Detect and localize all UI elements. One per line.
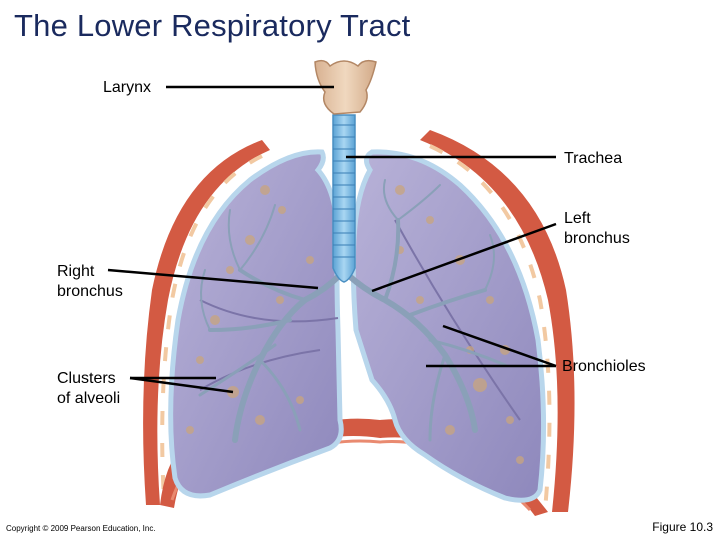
- bronchial-tree: [198, 179, 507, 443]
- left-lung: [350, 149, 547, 503]
- page-title: The Lower Respiratory Tract: [14, 8, 411, 43]
- right-lung: [168, 149, 344, 499]
- copyright-notice: Copyright © 2009 Pearson Education, Inc.: [6, 524, 156, 533]
- chest-wall-left: [143, 140, 270, 505]
- larynx: [314, 59, 377, 115]
- label-alveoli: Clusters of alveoli: [57, 370, 121, 407]
- label-bronchioles: Bronchioles: [562, 358, 646, 375]
- label-right-bronchus: Right bronchus: [57, 263, 123, 300]
- chest-wall-right: [420, 130, 575, 512]
- label-left-bronchus: Left bronchus: [564, 210, 630, 247]
- label-trachea: Trachea: [564, 150, 623, 167]
- trachea: [332, 114, 356, 283]
- bronchioles-leader-line-2: [442, 324, 557, 368]
- right-bronchus-leader-line: [107, 268, 319, 290]
- alveoli-leader-line-2: [129, 376, 234, 394]
- left-bronchus-leader-line: [371, 222, 557, 293]
- label-larynx: Larynx: [103, 79, 152, 96]
- figure-number: Figure 10.3: [652, 520, 713, 534]
- leader-lines: [107, 85, 557, 394]
